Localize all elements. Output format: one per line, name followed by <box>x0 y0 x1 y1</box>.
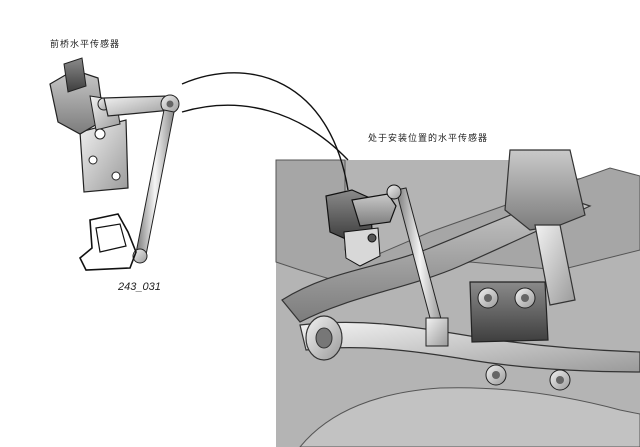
callout-arc-inner <box>181 104 349 161</box>
installed-scene <box>275 149 640 447</box>
upper-control-arm <box>281 195 592 323</box>
installed-sensor <box>325 184 402 267</box>
front-sensor-label: 前桥水平传感器 <box>50 40 121 50</box>
subframe <box>299 387 640 447</box>
mounting-clip <box>79 213 137 271</box>
bolt-group <box>477 287 571 391</box>
installed-sensor-label: 处于安装位置的水平传感器 <box>368 134 489 144</box>
shock-rod <box>534 224 576 306</box>
rod-clamp <box>425 317 449 347</box>
figure-code: 243_031 <box>118 281 161 293</box>
front-sensor-illustration <box>49 57 180 271</box>
lower-control-arm <box>299 321 640 373</box>
callout-arc-outer <box>181 72 349 191</box>
sensor-link-rod <box>135 109 175 256</box>
shock-absorber <box>504 149 586 231</box>
